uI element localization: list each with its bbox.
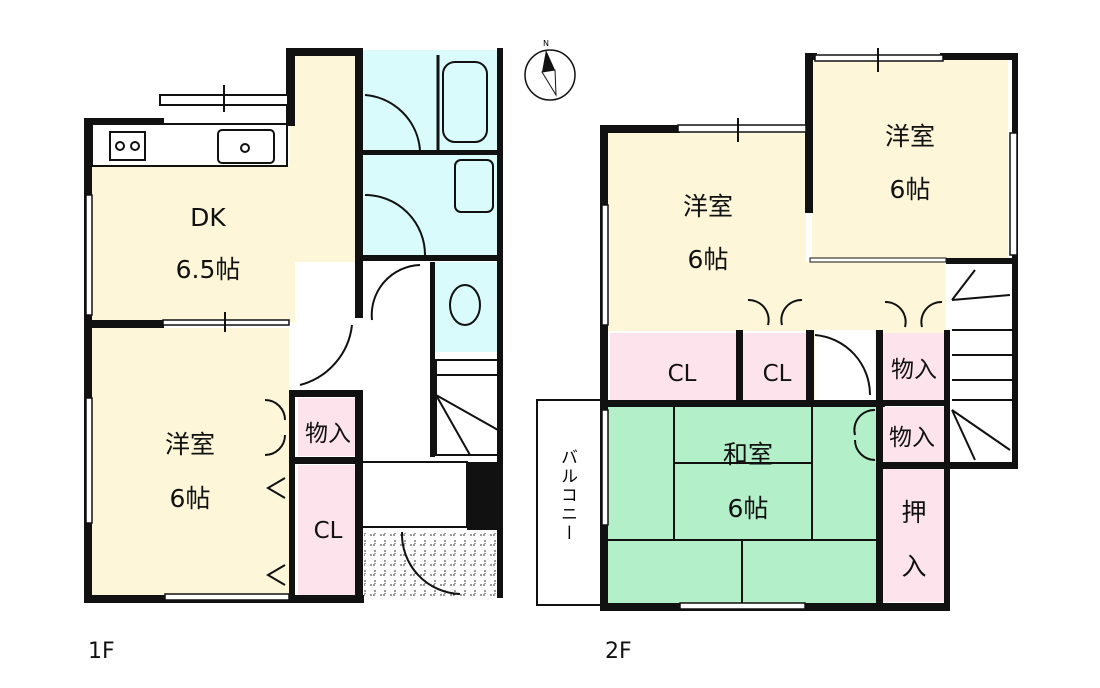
storage-1f-label: 物入 [305, 421, 351, 447]
sink-icon [217, 129, 275, 164]
dk-room-upper [290, 55, 355, 170]
oshiire-label-1: 押 [901, 498, 926, 527]
storage-1f [298, 398, 356, 456]
closet-1f-label: CL [314, 518, 343, 544]
closet-2f-2 [743, 333, 808, 401]
tatami-lines [608, 406, 880, 604]
western-2f-left-size-label: 6帖 [688, 245, 729, 274]
storage-2f-2 [882, 407, 946, 463]
oshiire-label-2: 入 [901, 552, 926, 581]
compass-icon: N [524, 39, 576, 101]
closet-2f-1-label: CL [668, 361, 697, 387]
japanese-room-size-label: 6帖 [728, 494, 769, 523]
dk-name-label: DK [190, 203, 226, 232]
toilet-icon [449, 284, 481, 326]
balcony-label: バルコニー [557, 448, 577, 543]
dk-size-label: 6.5帖 [176, 255, 241, 284]
washbasin-icon [454, 159, 494, 213]
storage-2f-1 [882, 333, 946, 401]
japanese-room [608, 406, 880, 604]
floor-1-label: 1F [88, 639, 115, 664]
washroom [362, 155, 498, 255]
toilet-room [434, 262, 497, 352]
shoe-cabinet [467, 462, 500, 530]
western-room-2f-left [608, 133, 806, 331]
western-room-1f [92, 328, 289, 596]
closet-1f [298, 465, 356, 595]
oshiire [880, 468, 946, 602]
balcony [536, 399, 602, 606]
western-2f-right-name-label: 洋室 [885, 122, 935, 151]
western-2f-right-size-label: 6帖 [890, 175, 931, 204]
western-1f-size-label: 6帖 [170, 484, 211, 513]
western-1f-name-label: 洋室 [165, 430, 215, 459]
closet-2f-2-label: CL [763, 361, 792, 387]
storage-2f-1-label: 物入 [891, 357, 937, 383]
closet-2f-1 [610, 333, 736, 401]
compass-north-label: N [543, 39, 549, 48]
floor-2-label: 2F [605, 639, 632, 664]
western-room-2f-right [812, 60, 1008, 258]
japanese-room-name-label: 和室 [723, 440, 773, 469]
floor-1: DK 6.5帖 洋室 6帖 物入 CL 1F [84, 48, 503, 664]
entrance [361, 461, 468, 528]
western-2f-left-name-label: 洋室 [683, 192, 733, 221]
floor-2: バルコニー 洋室 6帖 洋室 6帖 CL CL 物入 物入 [536, 48, 1018, 664]
bathtub-icon [442, 61, 488, 143]
storage-2f-2-label: 物入 [889, 425, 935, 451]
